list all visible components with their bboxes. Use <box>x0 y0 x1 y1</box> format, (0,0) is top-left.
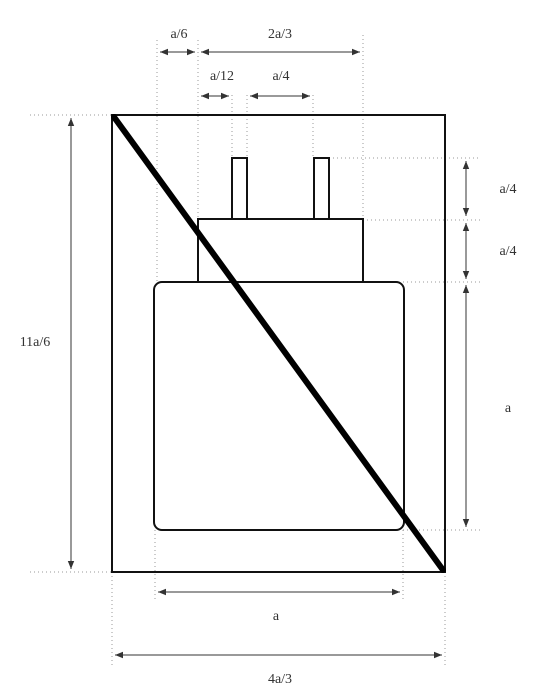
label-right-body-height: a <box>505 401 512 416</box>
label-pin-offset: a/12 <box>210 69 234 84</box>
plug-pin-left <box>231 157 248 220</box>
label-top-offset: a/6 <box>170 27 187 42</box>
outer-rectangle <box>111 114 446 573</box>
plug-base <box>197 218 364 283</box>
label-bottom-total-width: 4a/3 <box>268 672 292 687</box>
label-pin-spacing: a/4 <box>272 69 289 84</box>
label-left-height: 11a/6 <box>20 335 51 350</box>
label-right-pin-height: a/4 <box>499 182 516 197</box>
diagonal-line <box>111 114 446 573</box>
plug-pin-right <box>313 157 330 220</box>
plug-body <box>153 281 405 531</box>
extension-lines <box>30 35 480 668</box>
label-bottom-body-width: a <box>273 609 280 624</box>
label-top-width: 2a/3 <box>268 27 292 42</box>
label-right-base-height: a/4 <box>499 244 516 259</box>
